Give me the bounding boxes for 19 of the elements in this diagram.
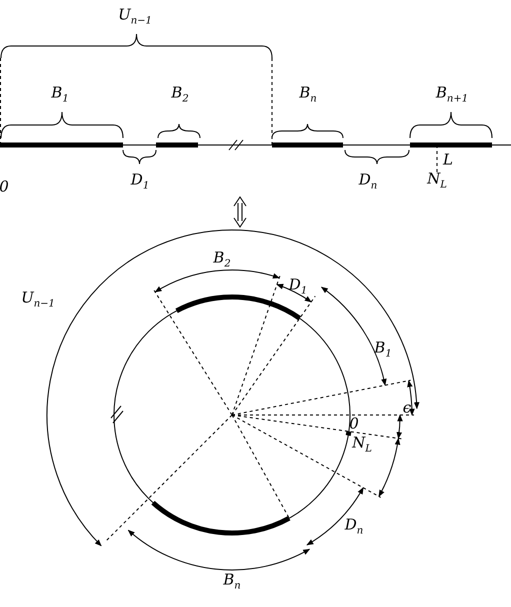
math-label: D$_{1}$: [288, 278, 308, 296]
math-label: 0: [349, 416, 359, 432]
math-label: U$_{n−1}$: [21, 290, 55, 310]
math-label: B$_{n}$: [299, 86, 317, 104]
math-label: L: [443, 152, 453, 168]
math-label: D$_{n}$: [358, 172, 378, 192]
math-label: B$_{1}$: [51, 86, 69, 104]
math-label: B$_{2}$: [213, 250, 231, 270]
math-label: N$_{L}$: [427, 172, 447, 190]
math-label: ϵ: [402, 400, 412, 416]
math-label: U$_{n−1}$: [118, 8, 152, 26]
math-label: B$_{1}$: [374, 340, 392, 360]
math-label: 0: [0, 180, 9, 194]
math-label: D$_{1}$: [130, 172, 150, 192]
math-label: B$_{2}$: [171, 86, 189, 104]
math-label: D$_{n}$: [344, 518, 364, 536]
math-label: N$_{L}$: [352, 436, 372, 454]
math-label: B$_{n}$: [223, 572, 241, 592]
math-label: B$_{n+1}$: [436, 86, 468, 104]
